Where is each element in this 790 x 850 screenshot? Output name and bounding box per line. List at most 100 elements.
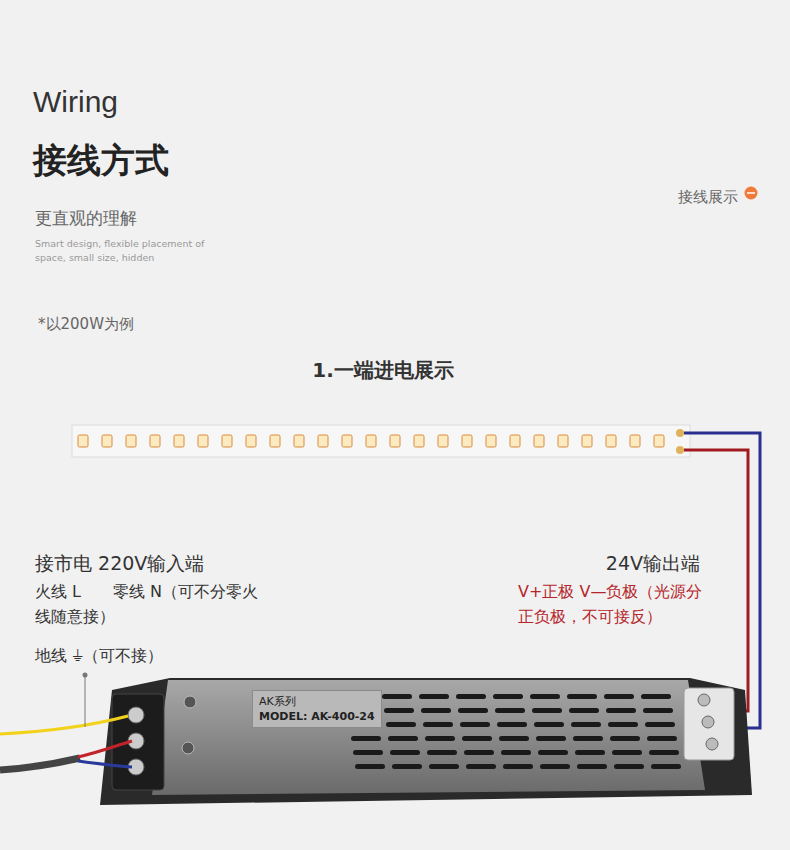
psu-label: AK系列MODEL: AK-400-24: [252, 690, 382, 728]
yellow-wire: [0, 716, 128, 734]
blue-input-wire: [78, 761, 132, 767]
subheading: 更直观的理解: [35, 207, 137, 229]
vent-slot: [614, 764, 644, 769]
vent-slot: [392, 764, 422, 769]
vent-slot: [567, 694, 597, 699]
vent-slot: [532, 708, 562, 713]
leader-dot: [83, 673, 88, 678]
led-chip: [318, 435, 328, 447]
vent-slot: [382, 694, 412, 699]
vent-slot: [612, 750, 642, 755]
vent-slot: [466, 764, 496, 769]
led-chip: [486, 435, 496, 447]
led-chip: [198, 435, 208, 447]
led-chip: [438, 435, 448, 447]
led-chip: [510, 435, 520, 447]
led-chip: [294, 435, 304, 447]
solder-pad: [676, 429, 684, 437]
led-chip: [78, 435, 88, 447]
vent-slot: [649, 750, 679, 755]
vent-slot: [495, 708, 525, 713]
vent-slot: [643, 708, 673, 713]
mount-hole: [182, 742, 194, 754]
psu-body: [100, 678, 752, 805]
led-chip: [414, 435, 424, 447]
vent-slot: [530, 694, 560, 699]
model-number: MODEL: AK-400-24: [259, 709, 375, 724]
led-strip: [72, 425, 690, 457]
vent-slot: [355, 764, 385, 769]
led-chip: [366, 435, 376, 447]
vent-slot: [573, 736, 603, 741]
red-wire: [684, 450, 748, 711]
input-note: 火线 L 零线 N（可不分零火线随意接）: [35, 579, 265, 629]
example-note: *以200W为例: [38, 314, 134, 334]
vent-slot: [569, 708, 599, 713]
vent-slot: [647, 736, 677, 741]
vent-slot: [353, 750, 383, 755]
vent-slot: [604, 694, 634, 699]
led-chip: [534, 435, 544, 447]
vent-slot: [419, 694, 449, 699]
vent-slot: [351, 736, 381, 741]
vent-slot: [610, 736, 640, 741]
vent-slot: [458, 708, 488, 713]
screw: [698, 694, 710, 706]
vent-slot: [501, 750, 531, 755]
screw: [702, 716, 714, 728]
led-chip: [606, 435, 616, 447]
vent-slot: [390, 750, 420, 755]
polarity-note: V+正极 V—负极（光源分正负极，不可接反）: [518, 579, 713, 629]
screw: [128, 707, 144, 723]
vent-slot: [571, 722, 601, 727]
output-terminal: [684, 688, 734, 760]
english-title: Wiring: [33, 82, 118, 121]
vent-slot: [456, 694, 486, 699]
led-chip: [126, 435, 136, 447]
led-chip: [462, 435, 472, 447]
vent-slot: [429, 764, 459, 769]
input-heading: 接市电 220V输入端: [35, 551, 204, 576]
ground-note: 地线 ⏚（可不接）: [35, 645, 163, 666]
vent-slot: [384, 708, 414, 713]
heading: 接线方式: [33, 138, 169, 184]
led-chip: [558, 435, 568, 447]
vent-slot: [388, 736, 418, 741]
led-chip: [150, 435, 160, 447]
vent-slot: [540, 764, 570, 769]
screw: [706, 738, 718, 750]
vent-slot: [641, 694, 671, 699]
vent-slot: [386, 722, 416, 727]
series-name: AK系列: [259, 694, 375, 709]
vent-slot: [536, 736, 566, 741]
orange-dot: [745, 187, 758, 200]
mount-hole: [184, 696, 196, 708]
vent-slot: [577, 764, 607, 769]
vent-slot: [497, 722, 527, 727]
vent-slot: [538, 750, 568, 755]
vent-slot: [575, 750, 605, 755]
led-chip: [270, 435, 280, 447]
vent-slot: [462, 736, 492, 741]
red-input-wire: [78, 741, 132, 757]
led-chip: [342, 435, 352, 447]
psu-top: [152, 680, 705, 795]
dot-dash: [747, 192, 755, 194]
cable: [0, 758, 80, 770]
led-chip: [390, 435, 400, 447]
led-chip: [102, 435, 112, 447]
vent-slot: [425, 736, 455, 741]
vent-slot: [503, 764, 533, 769]
section-tag: 接线展示: [678, 187, 738, 207]
led-chip: [222, 435, 232, 447]
led-chip: [630, 435, 640, 447]
output-heading: 24V输出端: [540, 551, 700, 576]
vent-slot: [606, 708, 636, 713]
english-note: Smart design, flexible placement of spac…: [35, 237, 207, 265]
vent-slot: [651, 764, 681, 769]
vent-slot: [427, 750, 457, 755]
vent-slot: [460, 722, 490, 727]
solder-pad: [676, 446, 684, 454]
vent-slot: [464, 750, 494, 755]
